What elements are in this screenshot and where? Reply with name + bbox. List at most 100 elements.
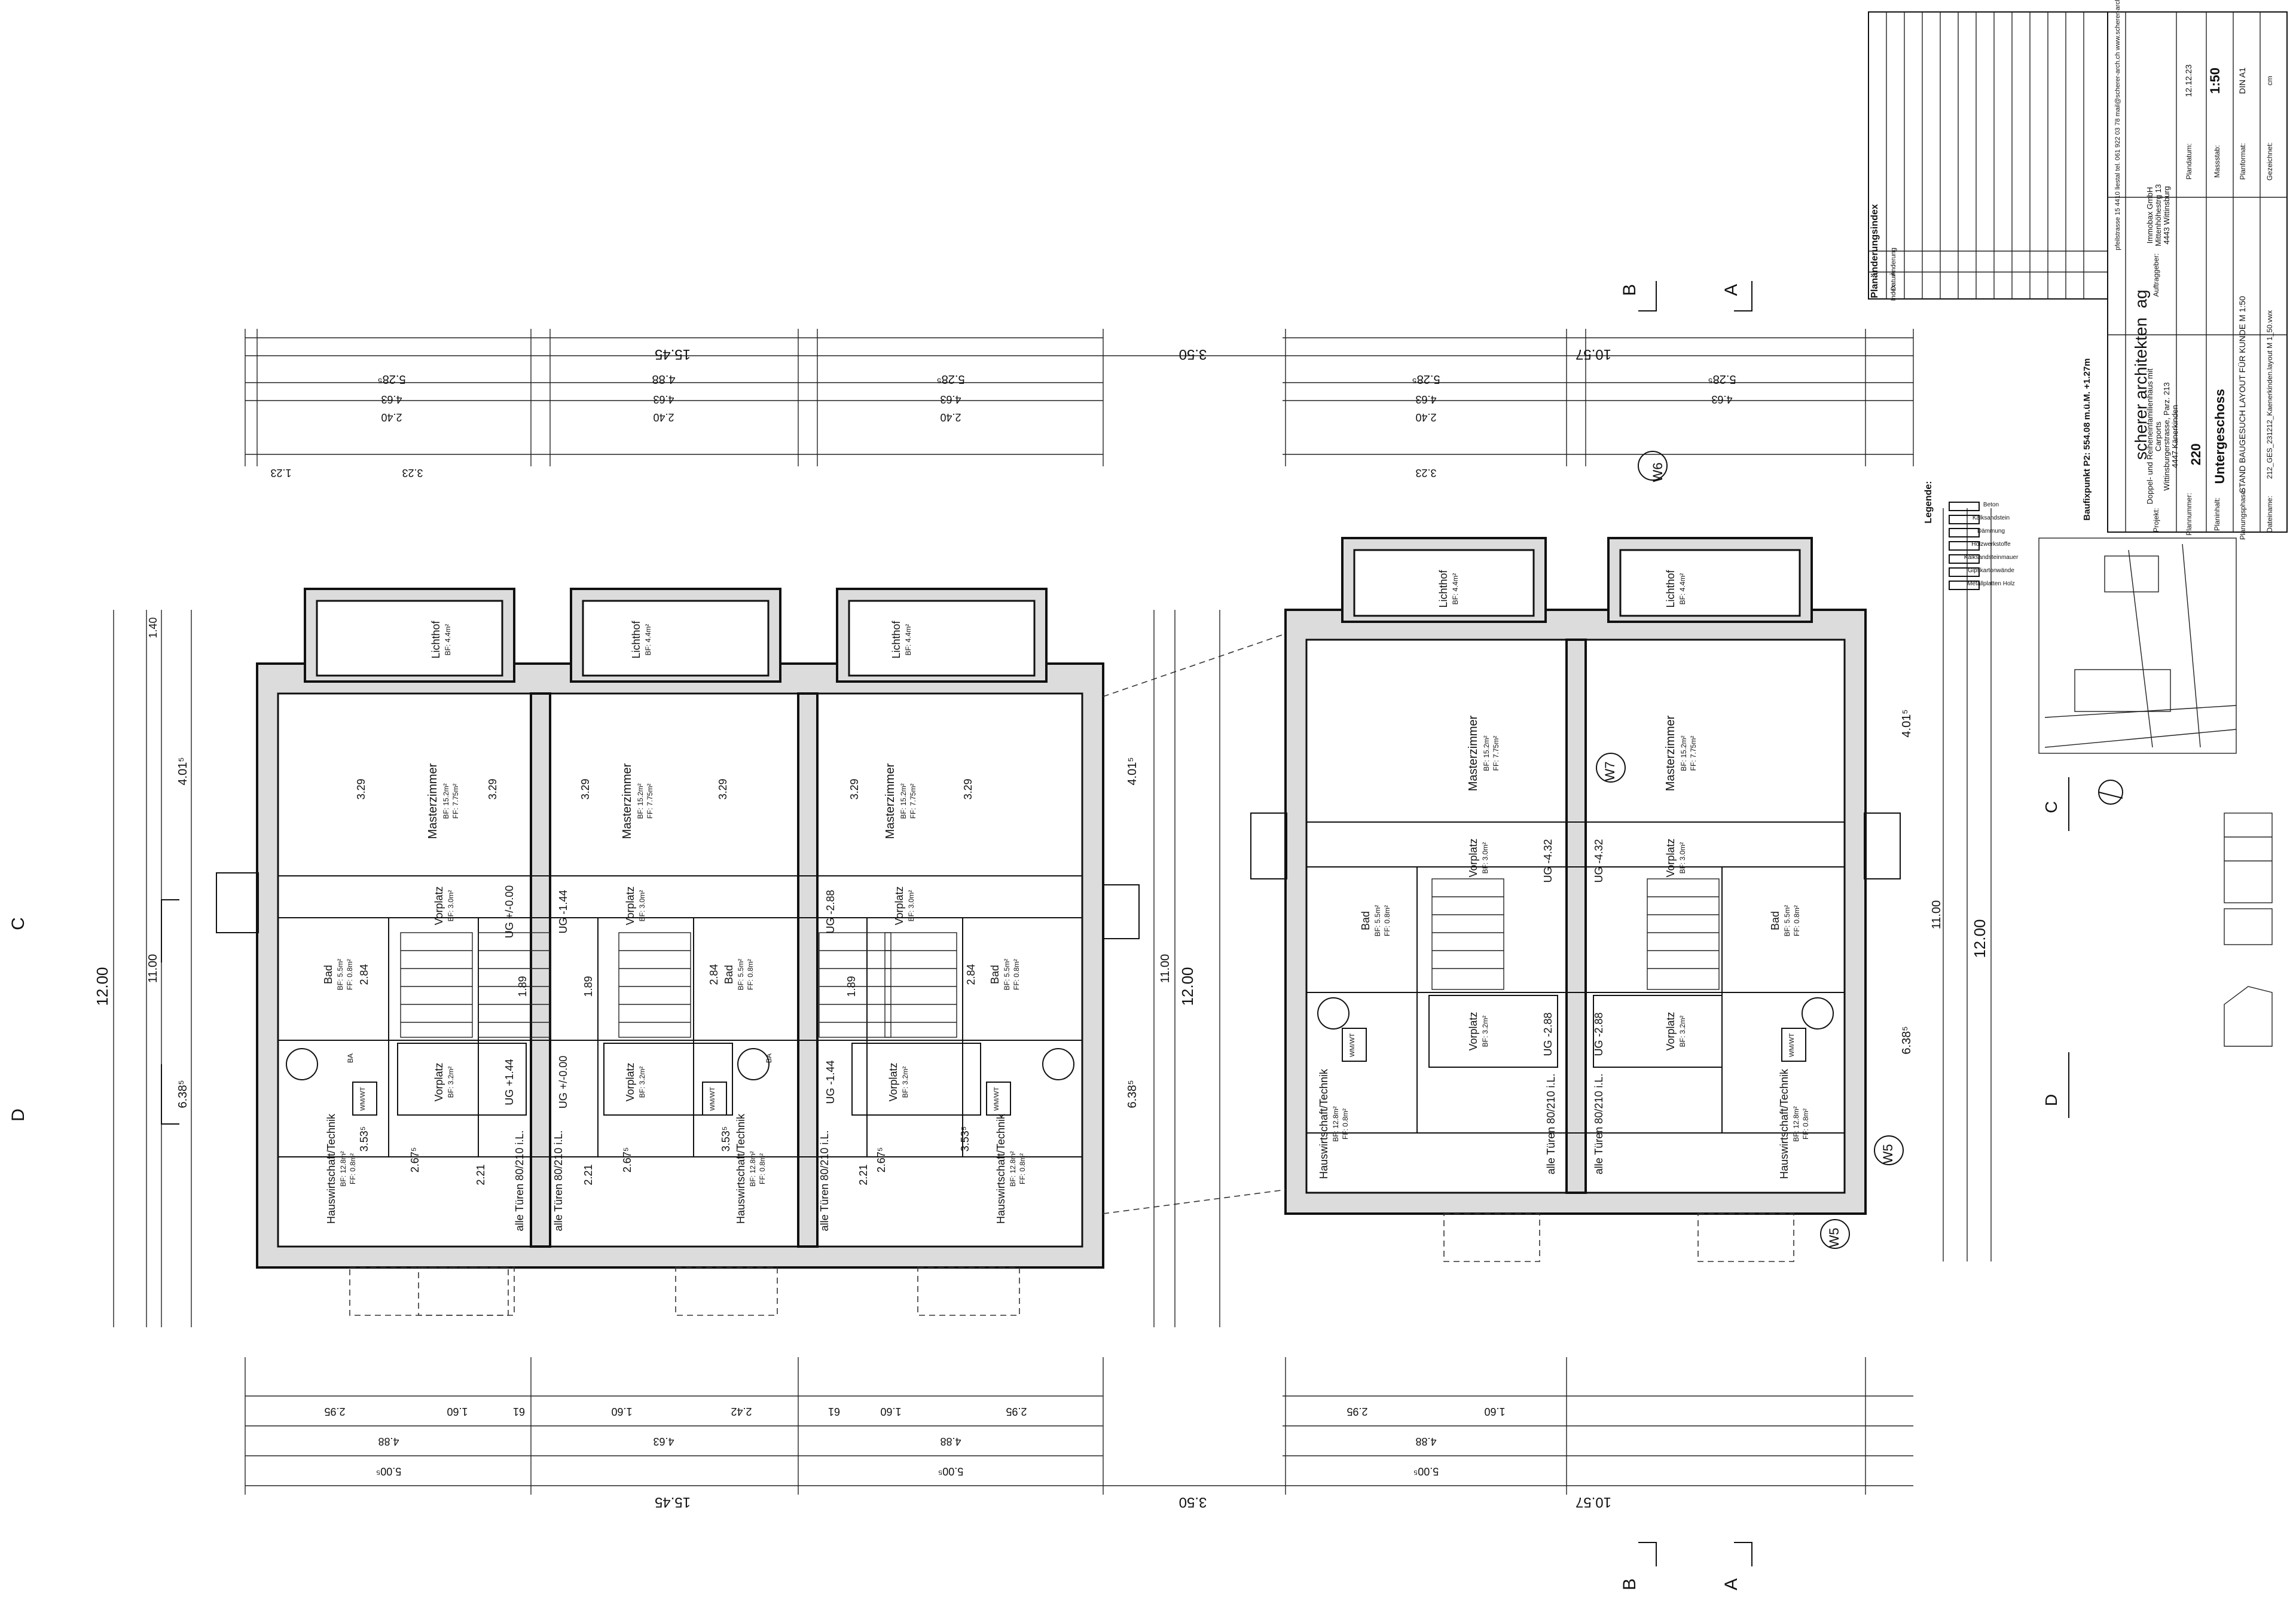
marker-circle: [1638, 451, 1668, 481]
dim-label: 2.84: [708, 964, 720, 985]
dim-label: 4.88: [1415, 1435, 1436, 1447]
file-name: 212_GES_231212_Kaenerkinden.layout M 1_5…: [2266, 310, 2274, 479]
client-line: 4443 Wittinsburg: [2162, 186, 2171, 245]
dim-label: 4.01⁵: [176, 757, 190, 785]
room-area: BF: 12.8m²: [1792, 1106, 1800, 1141]
level-label: UG -1.44: [825, 1060, 836, 1104]
room-area: BF: 3.0m²: [1481, 842, 1489, 874]
room-area: BF: 5.5m²: [336, 959, 344, 991]
room-area: BF: 12.8m²: [1009, 1151, 1017, 1186]
room-ff: FF: 0.8m²: [1341, 1108, 1349, 1140]
project-line: 4447 Känerkinden: [2170, 405, 2179, 468]
room-name-vorplatz: Vorplatz: [624, 1062, 636, 1101]
dim-label: 3.29: [717, 778, 729, 799]
dim-label: 11.00: [1159, 954, 1172, 983]
dim-label: 2.21: [582, 1164, 594, 1185]
room-area: BF: 3.0m²: [638, 890, 646, 922]
dim-label: 2.40: [1415, 411, 1436, 423]
room-area: BF: 3.2m²: [638, 1067, 646, 1098]
room-ff: FF: 0.8m²: [349, 1153, 357, 1184]
dim-label: 11.00: [1930, 900, 1943, 930]
dim-label: 3.29: [579, 778, 591, 799]
room-area: BF: 4.4m²: [444, 624, 452, 656]
room-area: BF: 15.2m²: [1482, 735, 1491, 771]
dim-label: 5.00⁵: [376, 1465, 402, 1477]
level-label: UG -4.32: [1593, 839, 1605, 882]
room-area: BF: 3.2m²: [901, 1067, 909, 1098]
dim-label: 6.38⁵: [1126, 1080, 1139, 1108]
revision-index-title: Planänderungsindex: [1870, 204, 1880, 298]
room-ff: FF: 0.8m²: [346, 959, 354, 990]
dim-label: 2.95: [1347, 1406, 1367, 1418]
dim-label: 2.67⁵: [409, 1147, 421, 1173]
door-note: alle Türen 80/210 i.L.: [552, 1131, 564, 1232]
dim-label: 5.00⁵: [938, 1465, 964, 1477]
room-name-masterzimmer: Masterzimmer: [621, 763, 634, 839]
legend-item: Gipskartonwände: [1968, 567, 2014, 574]
appliance-label: WM/WT: [1349, 1033, 1356, 1057]
ba-label: BA: [346, 1053, 355, 1063]
dim-label: 3.53⁵: [720, 1126, 732, 1152]
appliance-label: WM/WT: [993, 1087, 1000, 1111]
dim-label: 5.28⁵: [936, 372, 964, 386]
room-area: BF: 3.2m²: [1678, 1016, 1687, 1047]
room-area: BF: 5.5m²: [737, 959, 745, 991]
level-label: UG +1.44: [503, 1059, 515, 1105]
dim-label: 2.42: [731, 1406, 752, 1418]
room-name-vorplatz: Vorplatz: [1467, 1012, 1479, 1050]
project-line: Carports: [2154, 421, 2163, 451]
dim-label: 3.23: [1415, 467, 1436, 479]
plan-content: Untergeschoss: [2212, 389, 2227, 484]
dim-label: 2.40: [653, 411, 674, 423]
dim-label: 1.89: [517, 976, 529, 997]
dim-label: 2.67⁵: [621, 1147, 633, 1173]
left-building: [216, 588, 1140, 1316]
dim-label: 3.23: [402, 467, 423, 479]
room-ff: FF: 0.8m²: [1793, 905, 1801, 936]
dim-label: 4.63: [940, 393, 961, 405]
right-building: [1103, 537, 1901, 1262]
dim-label: 1.89: [582, 976, 594, 997]
dim-label: 2.40: [940, 411, 961, 423]
dim-label: 3.29: [355, 778, 367, 799]
room-name-vorplatz: Vorplatz: [887, 1062, 899, 1101]
room-name-bad: Bad: [1360, 911, 1372, 930]
revision-col: Datum: [1890, 271, 1897, 291]
legend-item: Kalksandstein: [1973, 515, 2010, 521]
room-area: BF: 4.4m²: [904, 624, 912, 656]
dim-label: 3.29: [848, 778, 860, 799]
room-ff: FF: 7.75m²: [909, 784, 917, 819]
plan-date: 12.12.23: [2184, 65, 2193, 97]
room-area: BF: 5.5m²: [1373, 905, 1382, 937]
dim-label: 4.88: [652, 372, 676, 386]
room-area: BF: 5.5m²: [1783, 905, 1791, 937]
file-label: Dateiname:: [2266, 496, 2274, 532]
plan-phase-label: Planungsphase:: [2239, 488, 2247, 540]
level-label: UG -1.44: [557, 890, 569, 933]
dim-label: 5.28⁵: [377, 372, 405, 386]
dim-label: 6.38⁵: [176, 1080, 190, 1108]
room-name-vorplatz: Vorplatz: [893, 886, 905, 925]
room-name-lichthof: Lichthof: [430, 620, 442, 658]
legend-title: Legende:: [1923, 481, 1934, 523]
client-label: Auftraggeber:: [2152, 253, 2160, 297]
revision-col: Index: [1890, 285, 1897, 301]
plan-content-label: Planinhalt:: [2213, 497, 2221, 531]
dim-label: 4.63: [653, 1435, 674, 1447]
appliance-label: WM/WT: [359, 1087, 367, 1111]
format-label: Planformat:: [2239, 143, 2247, 179]
dim-label: 4.63: [381, 393, 402, 405]
plan-number-label: Plannummer:: [2185, 493, 2193, 535]
room-area: BF: 15.2m²: [1680, 735, 1688, 771]
dim-label: 2.21: [857, 1164, 869, 1185]
legend-item: Dämmung: [1977, 528, 2005, 534]
section-markers: [161, 281, 2069, 1566]
w5-marker: W5: [1880, 1144, 1895, 1164]
room-name-hauswirtschaft: Hauswirtschaft/Technik: [1778, 1068, 1790, 1179]
room-name-hauswirtschaft: Hauswirtschaft/Technik: [1318, 1068, 1330, 1179]
dim-label: 2.21: [475, 1164, 487, 1185]
level-label: UG -4.32: [1542, 839, 1554, 882]
dim-label: 5.00⁵: [1413, 1465, 1439, 1477]
level-label: UG -2.88: [1593, 1012, 1605, 1056]
